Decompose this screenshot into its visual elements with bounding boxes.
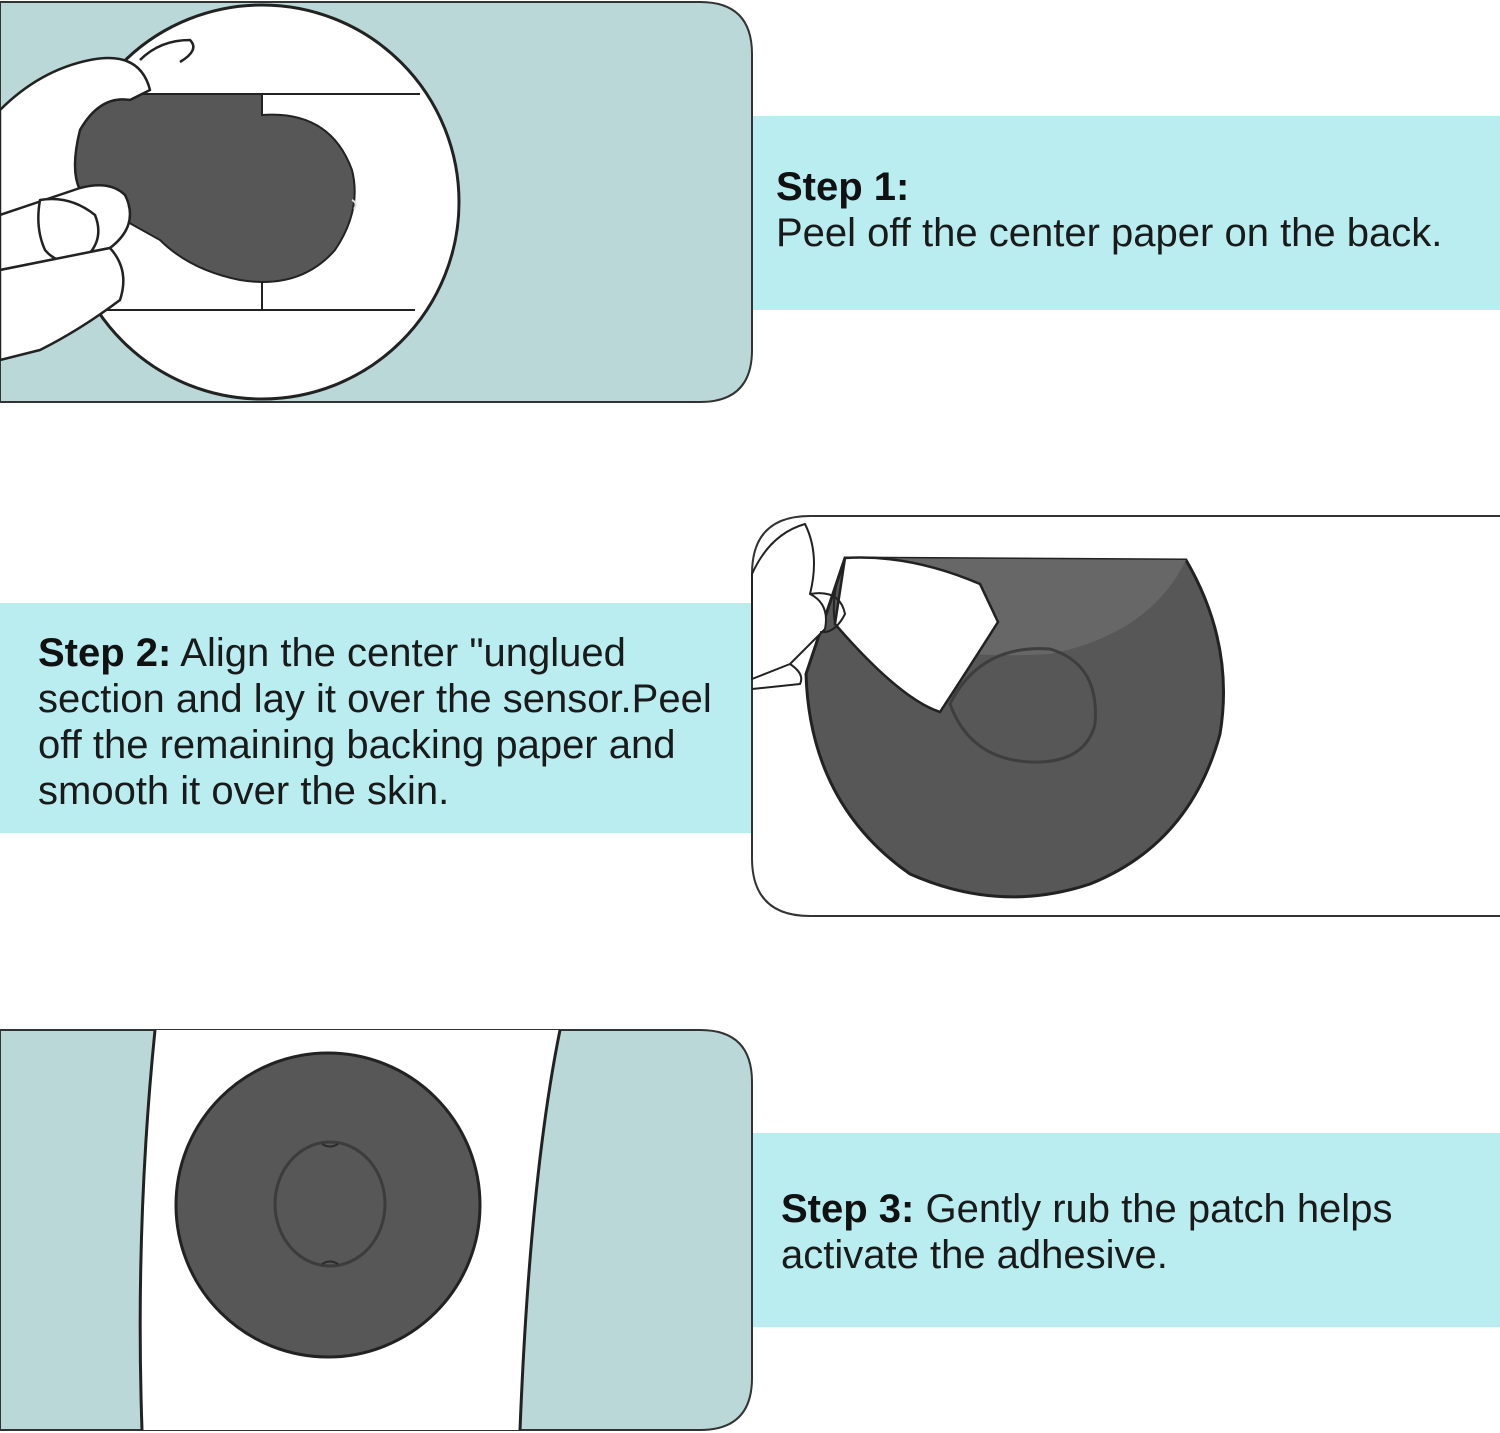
step1-label: Step 1: [776,165,910,209]
step2-label: Step 2: [38,631,172,675]
step3-band [752,1133,1500,1327]
step1-band [752,116,1500,310]
hand-peeling-icon [0,38,195,362]
step2-text: Step 2: Align the center "unglued sectio… [38,630,728,814]
hand-peeling-icon [751,523,846,690]
step3-illustration [0,1028,754,1433]
step2-description: Align the center "unglued section and la… [38,631,712,813]
step3-label: Step 3: [781,1187,915,1231]
step2-illustration [750,514,1500,918]
step1-text: Step 1: Peel off the center paper on the… [776,164,1476,256]
step2-band [0,603,752,833]
step1-description: Peel off the center paper on the back. [776,211,1443,255]
sensor-icon [174,1051,482,1359]
step1-illustration [0,0,754,404]
step3-description: Gently rub the patch helps activate the … [781,1187,1393,1277]
step3-text: Step 3: Gently rub the patch helps activ… [781,1186,1471,1278]
